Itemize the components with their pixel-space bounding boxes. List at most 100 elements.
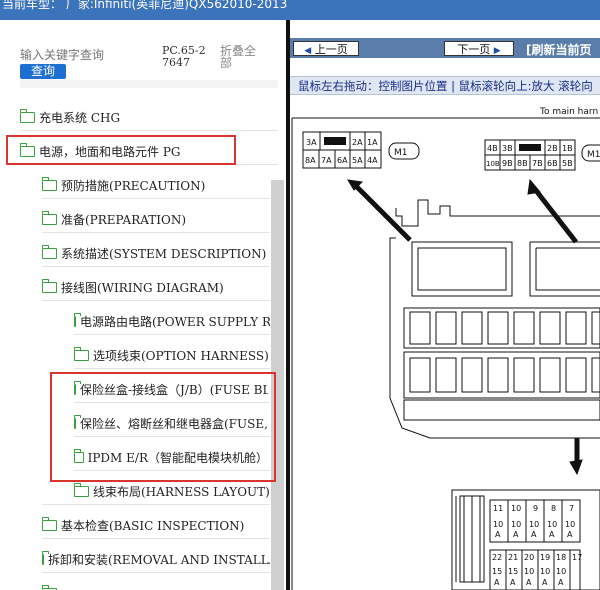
svg-text:10: 10 [556,567,566,576]
svg-text:10: 10 [511,520,521,529]
divider [42,572,270,573]
svg-text:6B: 6B [547,159,558,168]
svg-text:A: A [495,530,501,539]
svg-text:4A: 4A [367,156,378,165]
svg-text:10: 10 [547,520,557,529]
arrow-left-icon: ◀ [304,46,312,56]
divider [42,198,270,199]
m1-label-left: M1 [388,142,420,160]
svg-text:10: 10 [540,567,550,576]
tree-item-option-harness[interactable]: 选项线束(OPTION HARNESS) [74,344,270,366]
folder-icon [41,176,57,191]
folder-icon [41,584,57,590]
fuse-grid [409,311,600,393]
svg-text:1A: 1A [367,138,378,147]
divider [74,436,270,437]
tree-scrollbar[interactable] [271,180,284,590]
folder-icon [41,516,57,531]
svg-text:18: 18 [556,553,566,562]
svg-text:A: A [510,578,516,587]
search-input[interactable] [20,48,152,62]
folder-icon [42,550,49,565]
svg-text:10: 10 [511,504,521,513]
tree-item-removal-installation[interactable]: 拆卸和安装(REMOVAL AND INSTALLATION) [42,548,270,570]
svg-text:A: A [494,578,500,587]
tree-item-precaution[interactable]: 预防措施(PRECAUTION) [41,174,205,196]
divider [74,368,270,369]
svg-text:2B: 2B [547,144,558,153]
tree-top-edge [20,80,278,88]
panel-divider[interactable] [286,20,290,590]
refresh-page-link[interactable]: [刷新当前页 [526,43,592,57]
svg-text:5A: 5A [352,156,363,165]
folder-icon [19,142,35,157]
search-button[interactable]: 查询 [20,64,66,79]
prev-page-button[interactable]: ◀ 上一页 [293,41,359,56]
svg-text:7: 7 [569,504,574,513]
svg-text:22: 22 [492,553,502,562]
divider [42,538,270,539]
collapse-all-button[interactable]: 折叠全部 [220,44,257,70]
divider [20,130,278,131]
tree-item-preparation[interactable]: 准备(PREPARATION) [41,208,186,230]
next-page-button[interactable]: 下一页 ▶ [444,41,514,56]
divider [42,504,270,505]
tree-item-ipdm[interactable]: IPDM E/R（智能配电模块机舱） [74,446,268,468]
svg-text:A: A [526,578,532,587]
svg-text:10: 10 [524,567,534,576]
viewer-hint: 鼠标左右拖动：控制图片位置 | 鼠标滚轮向上:放大 滚轮向 [290,76,600,95]
highlight-box-fuse [50,372,276,482]
folder-icon [41,244,57,259]
tree-item-relay-box[interactable]: 保险丝、熔断丝和继电器盒(FUSE, FUSIBLE LINK AND RELA… [74,412,268,434]
folder-icon [19,108,35,123]
folder-icon [74,448,84,463]
connector-left: 3A 2A 1A 8A 7A 6A 5A 4A [302,131,382,169]
svg-text:10: 10 [493,520,503,529]
divider [42,232,270,233]
fuse-table: 11 10 9 8 7 10 10 10 10 10 A A A A A 22 … [451,489,600,590]
svg-text:7B: 7B [532,159,543,168]
divider [42,266,270,267]
svg-text:M1: M1 [394,148,408,158]
svg-text:9B: 9B [502,159,513,168]
divider [42,300,270,301]
wiring-diagram[interactable]: To main harn 3A 2A 1A 8A 7A 6A 5A 4A M1 [290,98,600,590]
tree-item-basic-inspection[interactable]: 基本检查(BASIC INSPECTION) [41,514,244,536]
title-bar: 当前车型： 厂家:Infiniti(英菲尼迪)QX562010-2013 [0,0,600,20]
svg-text:10B: 10B [486,160,500,168]
tree-item-partial[interactable] [41,582,61,590]
svg-text:21: 21 [508,553,518,562]
tree-item-power-supply[interactable]: 电源路由电路(POWER SUPPLY ROUTING CIRCUIT) [74,310,270,332]
svg-text:A: A [567,530,573,539]
svg-text:10: 10 [565,520,575,529]
svg-text:4B: 4B [487,144,498,153]
tree-item-fuse-block[interactable]: 保险丝盒-接线盒（J/B）(FUSE BLOCK - JUNCTION BOX … [74,378,268,400]
junction-box-outline [389,199,600,439]
folder-icon [41,278,57,293]
svg-text:M1: M1 [587,150,600,160]
svg-text:A: A [531,530,537,539]
svg-text:A: A [513,530,519,539]
tree-item-pg[interactable]: 电源，地面和电路元件 PG [19,140,180,162]
tree-item-chg[interactable]: 充电系统 CHG [19,106,120,128]
folder-icon [41,210,57,225]
folder-icon [74,380,81,395]
folder-icon [74,346,89,361]
highlight-box-pg [6,135,236,165]
tree-item-system-description[interactable]: 系统描述(SYSTEM DESCRIPTION) [41,242,266,264]
tree-item-wiring-diagram[interactable]: 接线图(WIRING DIAGRAM) [41,276,224,298]
svg-text:15: 15 [492,567,502,576]
svg-text:8: 8 [551,504,556,513]
viewer-panel: ◀ 上一页 下一页 ▶ [刷新当前页 鼠标左右拖动：控制图片位置 | 鼠标滚轮向… [290,20,600,590]
folder-icon [74,312,81,327]
svg-text:3A: 3A [306,138,317,147]
folder-icon [73,482,89,497]
svg-text:2A: 2A [352,138,363,147]
svg-text:A: A [549,530,555,539]
svg-text:10: 10 [529,520,539,529]
svg-text:9: 9 [533,504,538,513]
tree-item-harness-layout[interactable]: 线束布局(HARNESS LAYOUT) [73,480,270,502]
m1-label-right: M1 [581,144,600,162]
divider [74,334,270,335]
divider [74,470,270,471]
